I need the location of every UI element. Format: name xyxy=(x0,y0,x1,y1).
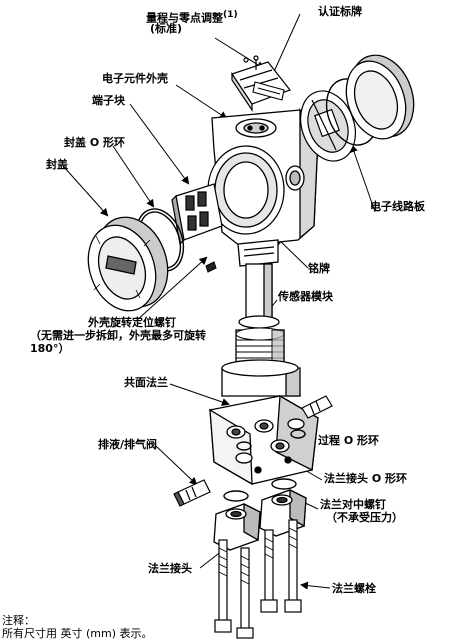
coplanar-flange xyxy=(209,394,319,486)
label-flange-adapters: 法兰接头 xyxy=(148,562,192,575)
cover-right xyxy=(345,54,415,140)
label-electronics-housing: 电子元件外壳 xyxy=(102,72,168,85)
cover-left xyxy=(87,216,169,312)
electronics-board xyxy=(300,90,356,162)
label-housing-rotation-note-2: 180°） xyxy=(30,342,70,355)
flange-adapter-o-rings xyxy=(223,478,297,502)
terminal-block xyxy=(171,183,223,246)
note-title: 注释： xyxy=(2,614,35,627)
label-drain-vent-valve: 排液/排气阀 xyxy=(98,438,158,451)
label-coplanar-flange: 共面法兰 xyxy=(124,376,168,389)
label-cover-o-ring: 封盖 O 形环 xyxy=(64,136,126,149)
housing-rotation-screw xyxy=(205,261,217,273)
label-certification-plate: 认证标牌 xyxy=(318,5,362,18)
label-range-zero-standard: (标准) xyxy=(150,22,183,35)
certification-plate xyxy=(252,81,285,101)
label-terminal-block: 端子块 xyxy=(92,94,125,107)
label-flange-alignment-note: （不承受压力） xyxy=(326,511,403,524)
range-zero-module xyxy=(231,55,291,112)
drain-vent-valve xyxy=(173,395,333,507)
label-sensor-module: 传感器模块 xyxy=(278,290,333,303)
footnote-marker: (1) xyxy=(223,9,238,20)
label-flange-adapter-o-ring: 法兰接头 O 形环 xyxy=(324,472,408,485)
label-flange-alignment-screw: 法兰对中螺钉 xyxy=(320,498,386,511)
label-flange-bolts: 法兰螺栓 xyxy=(332,582,376,595)
process-o-rings xyxy=(236,429,306,451)
label-range-zero-adjust: 量程与零点调整(1) xyxy=(146,9,238,25)
label-housing-rotation-note-1: （无需进一步拆卸，外壳最多可旋转 xyxy=(30,329,206,342)
label-cover: 封盖 xyxy=(46,158,68,171)
label-nameplate: 铭牌 xyxy=(308,262,330,275)
sensor-module xyxy=(221,263,301,397)
label-housing-rotation-screw: 外壳旋转定位螺钉 xyxy=(88,316,176,329)
flange-bolts xyxy=(214,519,302,639)
label-electronics-board: 电子线路板 xyxy=(370,200,425,213)
note-text: 所有尺寸用 英寸 (mm) 表示。 xyxy=(2,627,153,640)
electronics-housing xyxy=(207,107,319,267)
label-process-o-ring: 过程 O 形环 xyxy=(318,434,380,447)
